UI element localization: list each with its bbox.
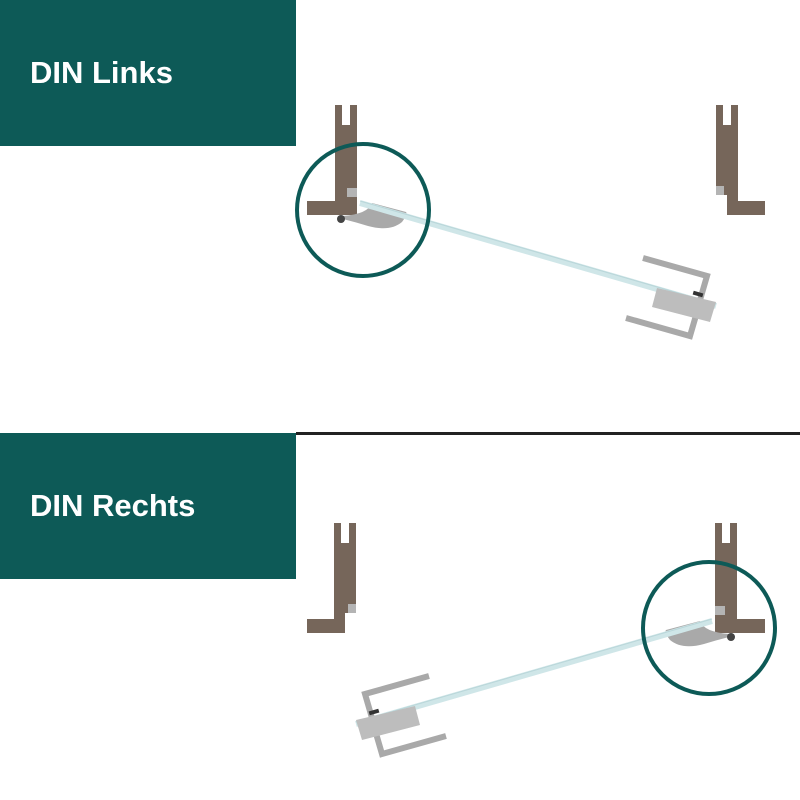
din-rechts-diagram (307, 523, 775, 754)
din-links-title: DIN Links (30, 55, 173, 90)
panel-divider (296, 432, 800, 435)
din-rechts-banner: DIN Rechts (0, 433, 296, 579)
din-links-diagram (297, 105, 765, 336)
din-links-banner: DIN Links (0, 0, 296, 146)
din-rechts-title: DIN Rechts (30, 488, 196, 523)
